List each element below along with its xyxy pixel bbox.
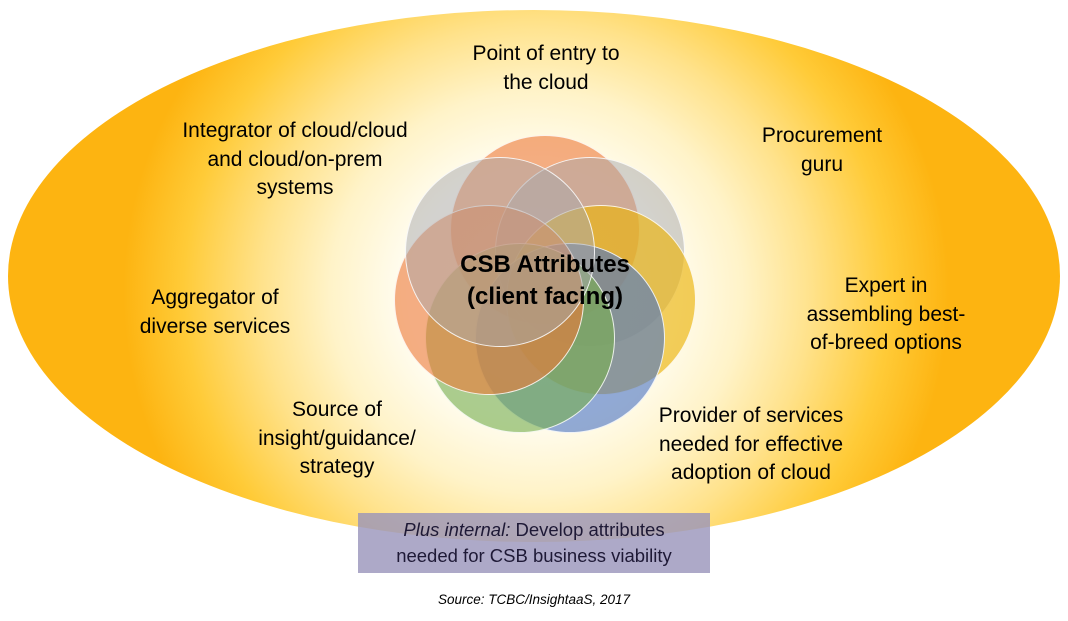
- attribute-procurement-guru: Procurement guru: [761, 124, 883, 176]
- internal-note-box: Plus internal: Develop attributes needed…: [358, 513, 710, 573]
- attribute-integrator: Integrator of cloud/cloud and cloud/on-p…: [182, 119, 408, 200]
- attribute-aggregator: Aggregator of diverse services: [139, 286, 291, 338]
- petal-upper-left-gray: [405, 157, 595, 347]
- internal-note-text: Plus internal: Develop attributes needed…: [370, 517, 698, 569]
- attribute-source-of-insight: Source of insight/guidance/ strategy: [258, 398, 416, 479]
- internal-note-rest: Develop attributes needed for CSB busine…: [396, 519, 672, 566]
- attribute-provider-of-services: Provider of services needed for effectiv…: [658, 404, 844, 485]
- center-title: CSB Attributes (client facing): [395, 249, 695, 312]
- attribute-point-of-entry: Point of entry to the cloud: [472, 42, 620, 94]
- source-citation: Source: TCBC/InsightaaS, 2017: [437, 592, 631, 607]
- center-title-line2: (client facing): [466, 282, 623, 310]
- center-title-line1: CSB Attributes: [460, 251, 630, 278]
- internal-note-lead: Plus internal:: [403, 519, 511, 541]
- attribute-expert: Expert in assembling best- of-breed opti…: [806, 274, 966, 355]
